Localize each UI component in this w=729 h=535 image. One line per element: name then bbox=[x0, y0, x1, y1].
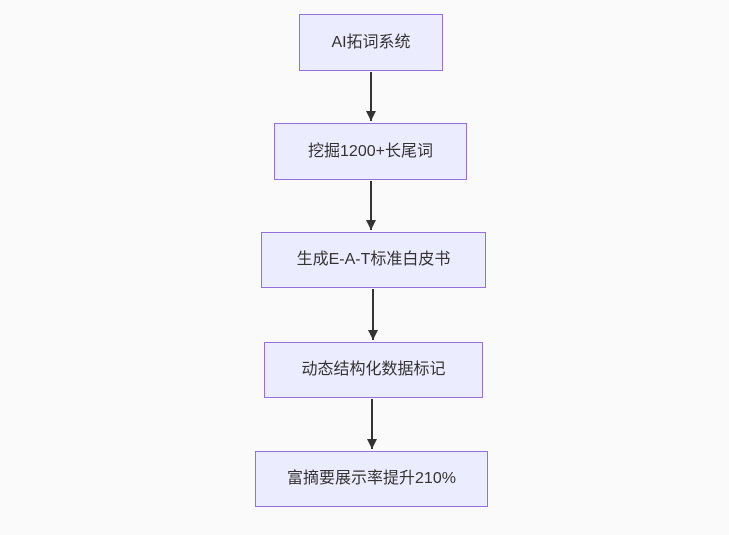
flowchart-node-step-5: 富摘要展示率提升210% bbox=[255, 451, 488, 507]
flowchart-node-step-2: 挖掘1200+长尾词 bbox=[274, 123, 467, 180]
node-label: 生成E-A-T标准白皮书 bbox=[296, 251, 451, 268]
node-label: 挖掘1200+长尾词 bbox=[308, 142, 433, 160]
flowchart-node-step-4: 动态结构化数据标记 bbox=[264, 342, 483, 398]
flowchart-node-step-1: AI拓词系统 bbox=[299, 14, 443, 71]
node-label: AI拓词系统 bbox=[331, 33, 411, 51]
flowchart-node-step-3: 生成E-A-T标准白皮书 bbox=[261, 232, 486, 288]
node-label: 富摘要展示率提升210% bbox=[287, 470, 456, 487]
node-label: 动态结构化数据标记 bbox=[301, 361, 446, 378]
